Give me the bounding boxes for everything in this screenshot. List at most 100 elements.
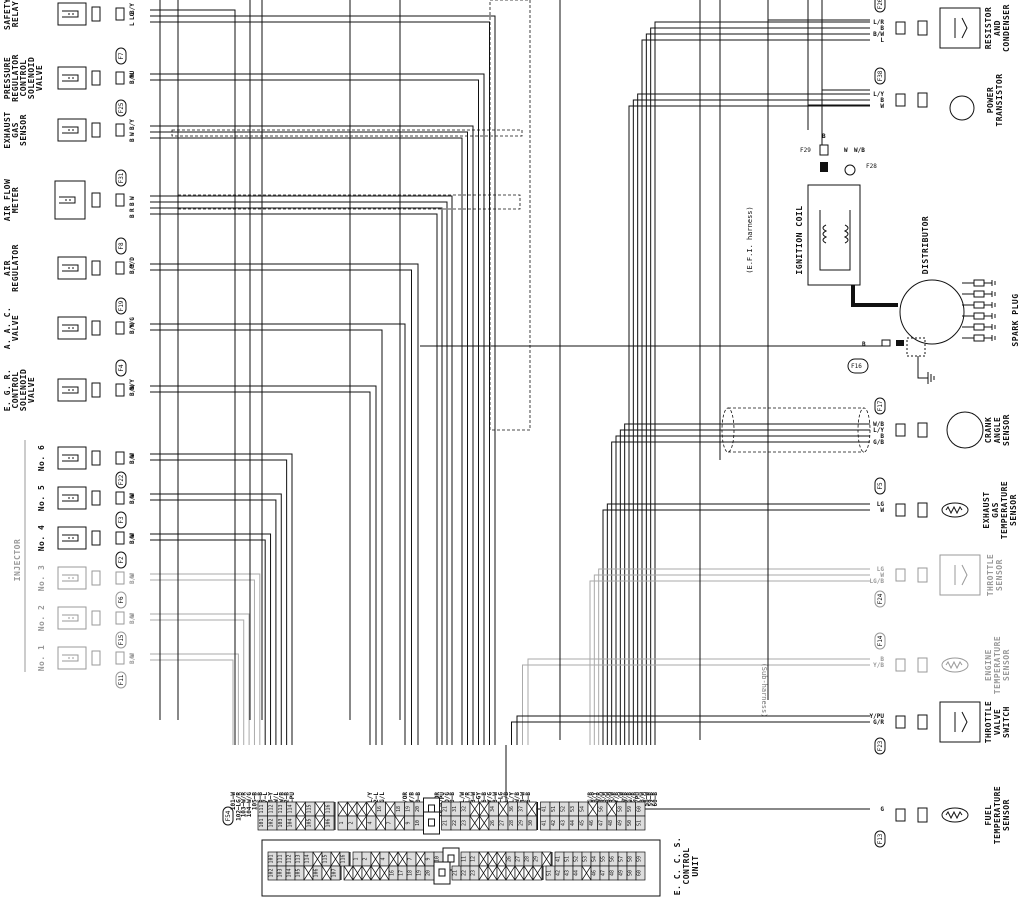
harness-connector-icon bbox=[115, 531, 125, 545]
connector-pin-number: 106 bbox=[314, 868, 320, 877]
component-body-icon bbox=[939, 554, 981, 596]
component-label: SENSOR bbox=[1002, 414, 1011, 446]
wire-color-label: LG bbox=[129, 12, 136, 20]
unused-pin-mark bbox=[312, 851, 323, 867]
wire-color-label: B/W bbox=[129, 453, 136, 464]
connector-lock-icon bbox=[423, 811, 440, 835]
ecu-box bbox=[261, 839, 661, 897]
component-label: SENSOR bbox=[995, 559, 1004, 591]
connector-tag-text: F23 bbox=[877, 740, 884, 751]
component-body-icon bbox=[939, 701, 981, 743]
shielded-cables bbox=[171, 0, 871, 453]
ecu-pin-label: 106—B bbox=[257, 792, 264, 810]
thermistor-icon bbox=[941, 657, 969, 673]
component-body-icon bbox=[57, 316, 87, 340]
solenoid-icon bbox=[62, 534, 79, 542]
unused-pin-mark bbox=[526, 801, 537, 817]
wire-color-label: LG/B bbox=[870, 578, 885, 585]
harness-connector-icon bbox=[895, 568, 906, 582]
connector-pin-number: 48 bbox=[608, 820, 614, 826]
wire-color-label: W bbox=[880, 572, 884, 579]
wire-color-label: L/Y bbox=[873, 91, 884, 98]
component-connector-icon bbox=[917, 422, 928, 438]
connector-tag bbox=[115, 169, 127, 187]
ecu-pin-label: 103—W/R bbox=[241, 792, 248, 818]
wire-color-label: PU bbox=[129, 70, 136, 78]
unused-pin-mark bbox=[295, 815, 306, 831]
connector-pin-number: 42 bbox=[556, 870, 562, 876]
component-label: VALVE bbox=[27, 377, 36, 404]
harness-connector-icon bbox=[115, 261, 125, 275]
ecu-pin-label: 112—B bbox=[284, 792, 291, 810]
connector-tag bbox=[115, 551, 127, 569]
f16-plug-icon bbox=[896, 340, 904, 346]
ecu-pin-label: 29—LG bbox=[498, 792, 505, 810]
harness-connector-icon bbox=[115, 491, 125, 505]
connector-tag-text: F19 bbox=[118, 300, 125, 311]
component-label: METER bbox=[11, 187, 20, 214]
wire bbox=[150, 9, 236, 745]
component-label: SWITCH bbox=[1002, 706, 1011, 738]
component-connector-icon bbox=[917, 502, 928, 518]
ecu-pin-label: 58—W bbox=[643, 792, 650, 807]
connector-cell bbox=[526, 815, 537, 831]
connector-pin-number: 9 bbox=[426, 857, 432, 860]
component-label: AND bbox=[993, 20, 1002, 36]
connector-tag-text: F15 bbox=[118, 634, 125, 645]
harness-connector-icon bbox=[115, 451, 125, 465]
connector-pin-number: 29 bbox=[534, 856, 540, 862]
connector-tag bbox=[115, 591, 127, 609]
connector-pin-number: 47 bbox=[601, 870, 607, 876]
connector-pin-number: 1 bbox=[354, 857, 360, 860]
wire bbox=[150, 579, 255, 745]
component-label: THROTTLE bbox=[984, 701, 993, 744]
connector-tag-text: F11 bbox=[118, 674, 125, 685]
resistor-icon bbox=[954, 17, 968, 39]
component-label: SENSOR bbox=[1009, 494, 1018, 526]
component-label: SAFETY bbox=[3, 0, 12, 30]
harness-connector-icon bbox=[895, 658, 906, 672]
unused-pin-mark bbox=[370, 865, 381, 881]
component-connector-icon bbox=[91, 6, 101, 22]
unused-pin-mark bbox=[314, 815, 325, 831]
connector-pin-number: 103 bbox=[278, 868, 284, 877]
unused-pin-mark bbox=[496, 851, 507, 867]
f29-tag-text: F29 bbox=[800, 147, 811, 154]
component-body-icon bbox=[57, 566, 87, 590]
connector-pin-number: 113 bbox=[278, 804, 284, 813]
connector-pin-number: 10 bbox=[435, 856, 441, 862]
component-label: AIR FLOW bbox=[3, 179, 12, 222]
unused-pin-mark bbox=[366, 801, 377, 817]
wire-color-label: W/B bbox=[873, 421, 884, 428]
wire-color-label: B/D bbox=[129, 257, 136, 268]
connector-pin-number: 48 bbox=[610, 870, 616, 876]
unused-pin-mark bbox=[337, 801, 348, 817]
wire-color-label: L/Y bbox=[873, 427, 884, 434]
connector-pin-number: 7 bbox=[386, 821, 392, 824]
wires bbox=[150, 0, 882, 810]
wire-color-label: W bbox=[129, 132, 136, 136]
wire bbox=[150, 329, 383, 745]
wire-color-label: L bbox=[880, 37, 884, 44]
